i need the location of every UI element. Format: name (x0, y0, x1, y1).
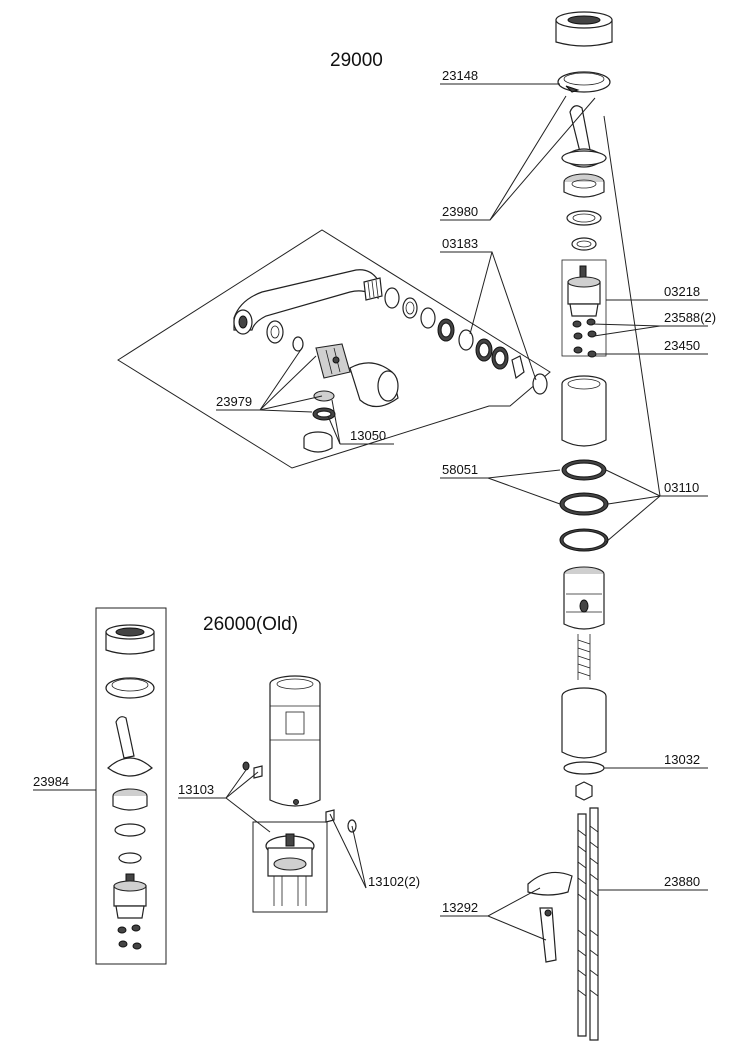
part-number-13102: 13102(2) (368, 874, 420, 889)
mounting-plate-part (527, 871, 573, 963)
old-kit-parts (105, 624, 155, 950)
diverter-part (315, 343, 351, 379)
part-number-58051: 58051 (442, 462, 478, 477)
part-number-23880: 23880 (664, 874, 700, 889)
part-number-13103: 13103 (178, 782, 214, 797)
model-number-26000-old: 26000(Old) (203, 614, 298, 635)
part-number-03183: 03183 (442, 236, 478, 251)
small-gasket (313, 390, 335, 402)
cartridge-group-box (561, 259, 607, 357)
o-ring-upper (566, 210, 602, 226)
part-number-23588: 23588(2) (664, 310, 716, 325)
aerator-insert-13050 (303, 431, 333, 453)
old-cartridge-kit-box (95, 607, 167, 965)
part-number-23450: 23450 (664, 338, 700, 353)
cartridge-part (567, 265, 601, 317)
part-number-13032: 13032 (664, 752, 700, 767)
o-ring-small (571, 237, 597, 251)
part-number-23979: 23979 (216, 394, 252, 409)
spout-part (233, 269, 383, 335)
leader-lines (33, 83, 708, 941)
sleeve-part (561, 687, 607, 775)
part-number-03110: 03110 (664, 480, 699, 495)
valve-body-part (561, 375, 607, 447)
main-faucet-stack (527, 11, 613, 1041)
retaining-ring-part (557, 71, 611, 93)
spout-aerator-parts (266, 320, 304, 352)
old-cartridge-box (252, 821, 328, 913)
part-number-13292: 13292 (442, 900, 478, 915)
old-cartridge (265, 833, 315, 906)
supply-hoses-part (577, 807, 599, 1041)
threaded-body-part (563, 566, 605, 680)
spout-assembly-frame (117, 229, 551, 469)
seal-springs-part (572, 318, 597, 358)
part-number-23980: 23980 (442, 204, 478, 219)
seat-ring-part (563, 173, 605, 198)
lever-part (561, 105, 607, 168)
spout-collar-part (349, 362, 399, 408)
part-number-23984: 23984 (33, 774, 69, 789)
old-valve-body (269, 675, 321, 807)
spout-seal-rings (384, 287, 548, 395)
part-number-23148: 23148 (442, 68, 478, 83)
nut-part (575, 781, 593, 801)
cap-part (555, 11, 613, 47)
part-number-03218: 03218 (664, 284, 700, 299)
part-number-13050: 13050 (350, 428, 386, 443)
model-number-29000: 29000 (330, 50, 383, 71)
